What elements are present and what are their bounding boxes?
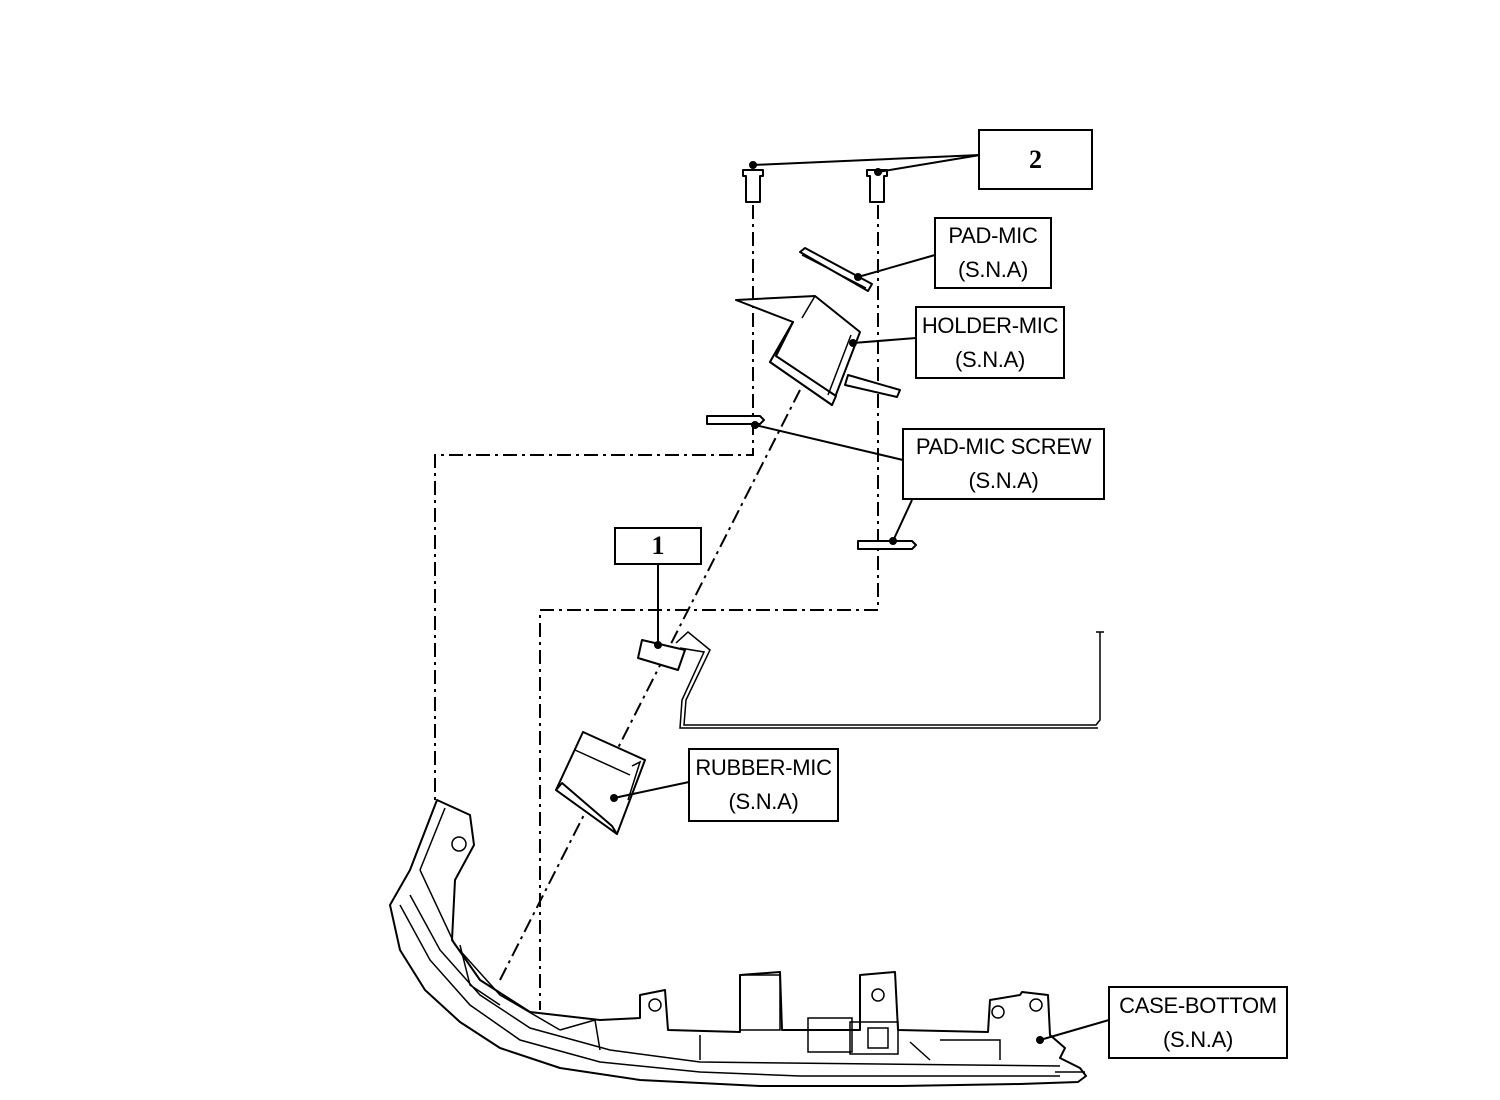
case-bottom-note: (S.N.A) (1162, 1026, 1233, 1052)
screw-right (866, 169, 888, 203)
pad-mic-screw-lower (857, 540, 917, 550)
ref-number-2-box: 2 (978, 129, 1093, 190)
rubber-mic-label: RUBBER-MIC (S.N.A) (688, 748, 839, 822)
ref-number-2: 2 (1029, 144, 1042, 174)
rubber-mic-name: RUBBER-MIC (695, 755, 832, 780)
pad-mic-screw-label: PAD-MIC SCREW (S.N.A) (902, 428, 1105, 500)
case-bottom-name: CASE-BOTTOM (1119, 992, 1277, 1018)
holder-mic-part (735, 295, 901, 406)
case-bottom-label: CASE-BOTTOM (S.N.A) (1108, 986, 1288, 1059)
microphone-with-cable (637, 631, 1104, 729)
pad-mic-screw-name: PAD-MIC SCREW (915, 434, 1092, 459)
pad-mic-screw-note: (S.N.A) (968, 468, 1039, 493)
holder-mic-name: HOLDER-MIC (921, 312, 1059, 338)
screw-left (742, 169, 764, 203)
pad-mic-screw-upper (706, 415, 765, 425)
assembly-guide-lines (434, 205, 879, 1010)
leader-dots (610, 161, 1044, 1044)
rubber-mic-part (555, 731, 646, 835)
holder-mic-label: HOLDER-MIC (S.N.A) (915, 306, 1065, 379)
ref-number-1-box: 1 (614, 527, 702, 565)
case-bottom-part (389, 799, 1087, 1087)
pad-mic-note: (S.N.A) (957, 257, 1028, 282)
pad-mic-name: PAD-MIC (948, 223, 1038, 248)
ref-number-1: 1 (651, 531, 665, 560)
holder-mic-note: (S.N.A) (954, 346, 1025, 372)
pad-mic-part (799, 247, 873, 292)
rubber-mic-note: (S.N.A) (728, 789, 799, 814)
pad-mic-label: PAD-MIC (S.N.A) (934, 217, 1052, 289)
